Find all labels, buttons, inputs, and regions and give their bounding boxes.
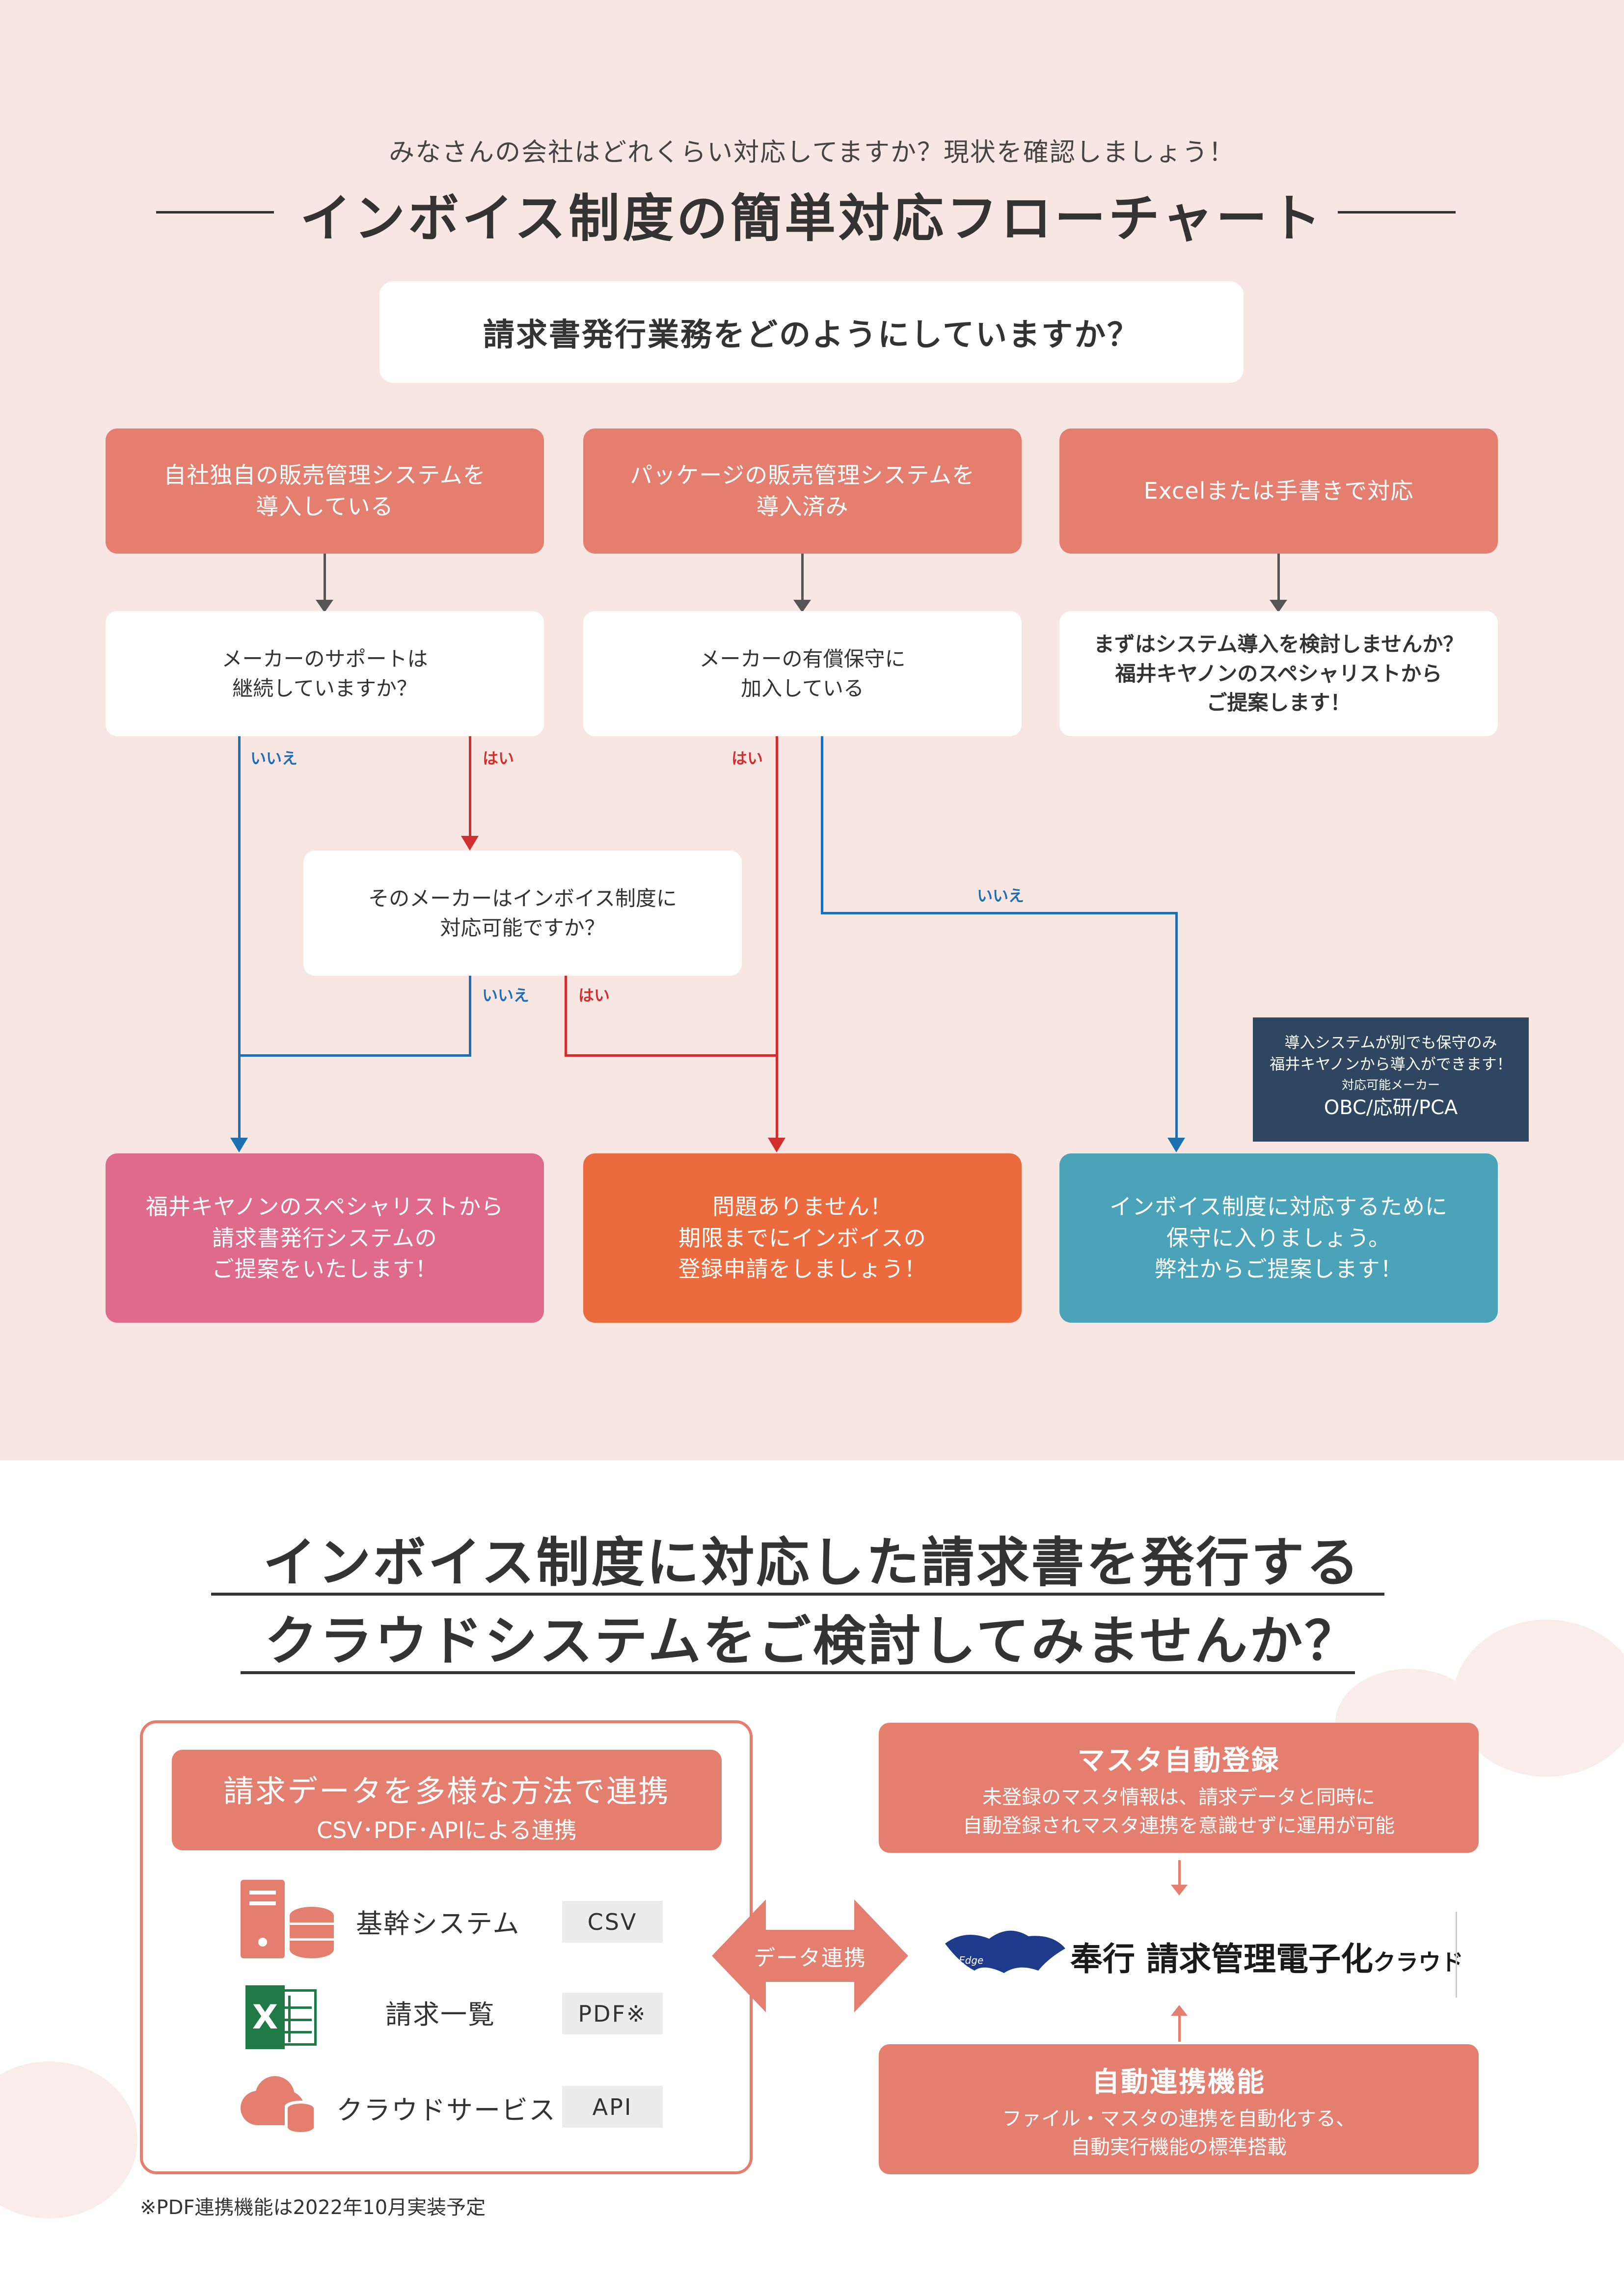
feature-auto-integration: 自動連携機能 ファイル・マスタの連携を自動化する、 自動実行機能の標準搭載 — [879, 2044, 1479, 2174]
note-line-3: 対応可能メーカー — [1341, 1078, 1440, 1092]
note-line-2: 福井キヤノンから導入ができます！ — [1270, 1056, 1512, 1073]
feature2-arrow-line — [1178, 2015, 1181, 2042]
headline-2-underline — [241, 1671, 1355, 1674]
result-join-maintenance: インボイス制度に対応するために 保守に入りましょう。 弊社からご提案します！ — [1059, 1153, 1498, 1323]
question-paid-maintenance: メーカーの有償保守に 加入している — [583, 611, 1022, 736]
bugyo-cloud-logo: Edge 奉行 請求管理電子化クラウド — [945, 1919, 1463, 1993]
arrowhead-col2 — [793, 600, 811, 613]
page-title: インボイス制度の簡単対応フローチャート — [300, 188, 1324, 248]
cloud-decoration-left — [0, 2061, 137, 2218]
label-col2-yes: はい — [731, 749, 763, 768]
cloud-service-icon — [241, 2071, 319, 2135]
message-consider-system: まずはシステム導入を検討しませんか？ 福井キヤノンのスペシャリストから ご提案し… — [1059, 611, 1498, 736]
question-maker-invoice-support: そのメーカーはインボイス制度に 対応可能ですか？ — [303, 851, 742, 976]
source-label-core-system: 基幹システム — [356, 1908, 520, 1939]
logo-divider — [1456, 1912, 1457, 1998]
database-icon — [290, 1907, 334, 1958]
logo-small-text: Edge — [959, 1954, 984, 1966]
line-col2-no-horizontal — [821, 912, 1178, 914]
note-makers: OBC/応研/PCA — [1324, 1096, 1458, 1119]
logo-text-main: 請求管理電子化 — [1146, 1940, 1373, 1978]
feature1-title: マスタ自動登録 — [1077, 1745, 1280, 1777]
source-label-cloud-service: クラウドサービス — [336, 2095, 556, 2126]
line-mid-no-vertical — [469, 976, 471, 1057]
arrowhead-col1 — [316, 600, 333, 613]
server-icon — [241, 1880, 285, 1958]
excel-icon: X — [245, 1985, 319, 2049]
arrow-line-col2 — [801, 554, 804, 603]
arrow-line-col1 — [324, 554, 326, 603]
main-question: 請求書発行業務をどのようにしていますか？ — [379, 281, 1244, 383]
page-subtitle: みなさんの会社はどれくらい対応してますか？現状を確認しましょう！ — [389, 137, 1235, 167]
line-mid-no-horizontal — [238, 1054, 471, 1057]
integration-title: 請求データを多様な方法で連携 — [223, 1773, 670, 1809]
question-maker-support: メーカーのサポートは 継続していますか？ — [106, 611, 544, 736]
tag-api: API — [562, 2086, 663, 2128]
tag-csv: CSV — [562, 1901, 663, 1943]
headline-1-underline — [211, 1593, 1384, 1596]
line-mid-yes-horizontal — [565, 1054, 778, 1057]
integration-subtitle: CSV･PDF･APIによる連携 — [317, 1817, 577, 1843]
note-line-1: 導入システムが別でも保守のみ — [1284, 1034, 1497, 1052]
feature1-arrow-line — [1178, 1860, 1181, 1890]
footnote: ※PDF連携機能は2022年10月実装予定 — [140, 2196, 486, 2219]
label-col1-yes: はい — [483, 749, 514, 768]
logo-mark-icon — [945, 1930, 1065, 1973]
option-package-system: パッケージの販売管理システムを 導入済み — [583, 428, 1022, 554]
feature1-description: 未登録のマスタ情報は、請求データと同時に 自動登録されマスタ連携を意識せずに運用… — [963, 1786, 1395, 1837]
integration-methods-banner: 請求データを多様な方法で連携 CSV･PDF･APIによる連携 — [172, 1750, 722, 1850]
feature2-description: ファイル・マスタの連携を自動化する、 自動実行機能の標準搭載 — [1002, 2108, 1355, 2159]
line-col2-yes — [776, 736, 778, 1146]
data-integration-label: データ連携 — [754, 1946, 866, 1971]
line-col1-no — [238, 736, 241, 1146]
label-col2-no: いいえ — [977, 886, 1025, 905]
title-rule-left — [156, 211, 274, 214]
maintenance-note: 導入システムが別でも保守のみ 福井キヤノンから導入ができます！ 対応可能メーカー… — [1253, 1017, 1529, 1142]
logo-text-bugyo: 奉行 — [1070, 1940, 1135, 1978]
option-excel-handwritten: Excelまたは手書きで対応 — [1059, 428, 1498, 554]
line-col2-no-vertical — [821, 736, 823, 914]
tag-pdf: PDF※ — [562, 1993, 663, 2034]
title-rule-right — [1338, 211, 1456, 214]
feature1-arrowhead — [1171, 1885, 1188, 1896]
feature2-title: 自動連携機能 — [1092, 2066, 1266, 2098]
arrowhead-col3 — [1270, 600, 1287, 613]
source-label-invoice-list: 請求一覧 — [385, 1999, 495, 2030]
logo-text-cloud: クラウド — [1373, 1949, 1463, 1976]
arrowhead-result1 — [230, 1138, 248, 1152]
result-no-problem: 問題ありません！ 期限までにインボイスの 登録申請をしましょう！ — [583, 1153, 1022, 1323]
label-mid-yes: はい — [578, 986, 610, 1005]
line-col2-no-down — [1175, 912, 1178, 1146]
arrowhead-result2 — [768, 1138, 785, 1152]
promo-headline-1: インボイス制度に対応した請求書を発行する — [263, 1532, 1361, 1594]
logo-text: 奉行 請求管理電子化クラウド — [1070, 1933, 1463, 1980]
cloud-decoration-right-2 — [1453, 1620, 1624, 1777]
data-integration-arrow — [712, 1899, 908, 2012]
excel-letter: X — [245, 1985, 285, 2049]
label-mid-no: いいえ — [482, 986, 530, 1005]
label-col1-no: いいえ — [250, 749, 298, 768]
result-propose-invoice-system: 福井キヤノンのスペシャリストから 請求書発行システムの ご提案をいたします！ — [106, 1153, 544, 1323]
promo-headline-2: クラウドシステムをご検討してみませんか？ — [264, 1611, 1360, 1672]
line-col1-yes — [469, 736, 471, 842]
arrowhead-mid-question — [461, 836, 479, 851]
arrow-line-col3 — [1277, 554, 1280, 603]
line-mid-yes-vertical — [565, 976, 567, 1057]
option-in-house-system: 自社独自の販売管理システムを 導入している — [106, 428, 544, 554]
feature2-arrowhead — [1171, 2005, 1188, 2016]
feature-master-auto-register: マスタ自動登録 未登録のマスタ情報は、請求データと同時に 自動登録されマスタ連携… — [879, 1723, 1479, 1853]
arrowhead-result3 — [1167, 1138, 1185, 1152]
